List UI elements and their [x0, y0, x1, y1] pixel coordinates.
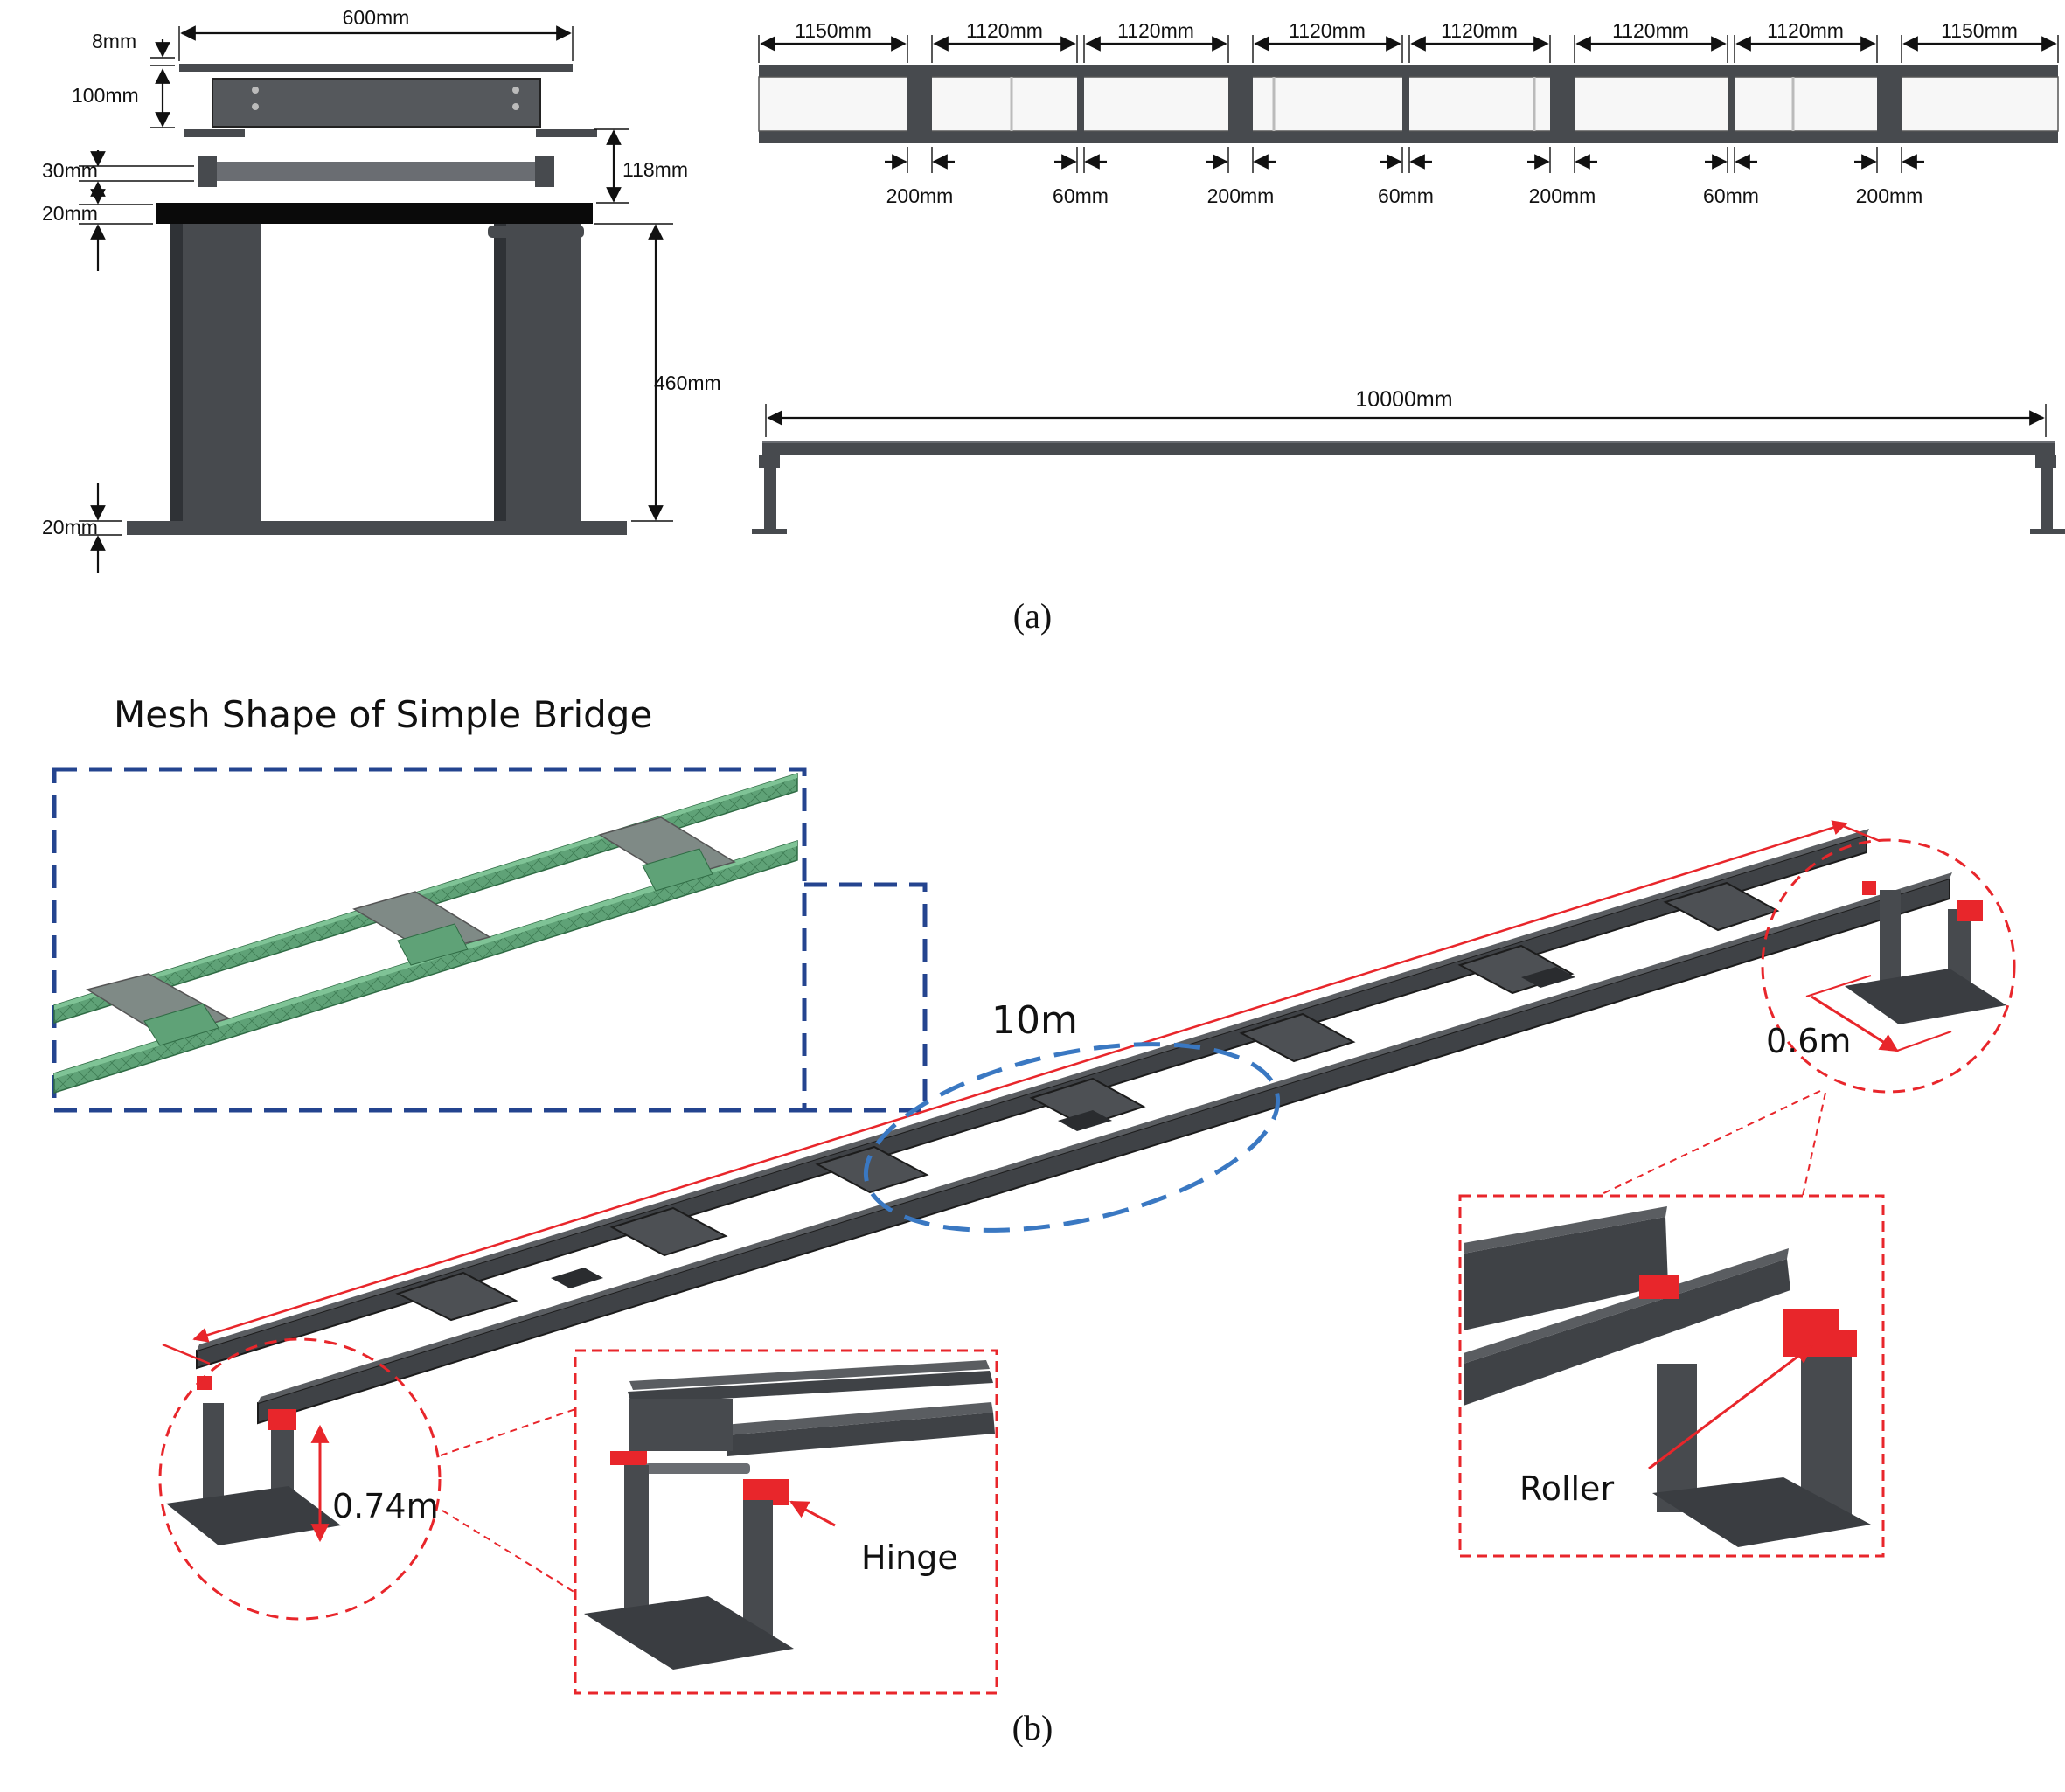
dim-base-plate: 20mm — [42, 516, 98, 538]
dim-column-height: 460mm — [654, 372, 721, 394]
plan-gap-2: 60mm — [1053, 184, 1109, 207]
cap-plate — [156, 203, 593, 224]
elevation-drawing — [752, 441, 2065, 534]
dim-roller-height: 30mm — [42, 159, 98, 182]
plan-view-drawing — [758, 65, 2059, 143]
roller-bar — [201, 162, 551, 181]
mesh-callout-ellipse — [863, 1042, 1281, 1233]
height-label: 0.74m — [332, 1487, 439, 1525]
dim-girder-height: 100mm — [72, 84, 139, 107]
plan-segment-7: 1120mm — [1767, 19, 1844, 42]
roller-inset: Roller — [1458, 1194, 1885, 1558]
plan-segment-8: 1150mm — [1941, 19, 2018, 42]
roller-label: Roller — [1519, 1469, 1614, 1508]
right-column — [494, 224, 581, 521]
mesh-inset — [52, 767, 928, 1113]
plan-segment-2: 1120mm — [966, 19, 1043, 42]
plan-gap-4: 60mm — [1378, 184, 1434, 207]
hinge-inset: Hinge — [574, 1349, 998, 1695]
plan-segment-6: 1120mm — [1612, 19, 1689, 42]
dim-span: 10000mm — [1355, 387, 1452, 412]
plan-gap-5: 200mm — [1529, 184, 1596, 207]
mesh-title: Mesh Shape of Simple Bridge — [114, 693, 652, 736]
plan-view-dimensions: 1150mm 1120mm 1120mm 1120mm 1120mm 1120m… — [758, 19, 2059, 207]
hinge-detail-callout: 0.74m — [158, 1337, 576, 1621]
cross-section-drawing — [127, 64, 627, 535]
plan-segment-4: 1120mm — [1289, 19, 1366, 42]
plan-segment-1: 1150mm — [795, 19, 872, 42]
caption-a: (a) — [1013, 596, 1052, 636]
top-flange — [179, 64, 573, 72]
base-plate — [127, 521, 627, 535]
span-label: 10m — [991, 998, 1078, 1043]
hinge-label: Hinge — [861, 1538, 958, 1577]
dim-width: 600mm — [343, 6, 410, 29]
girder-web — [212, 78, 541, 128]
span-annotation: 10m — [162, 820, 1881, 1365]
plan-gap-6: 60mm — [1703, 184, 1759, 207]
left-column — [170, 224, 261, 521]
plan-segment-5: 1120mm — [1441, 19, 1518, 42]
elevation-dimensions: 10000mm — [765, 387, 2047, 437]
caption-b: (b) — [1012, 1708, 1053, 1747]
dim-support-height: 118mm — [622, 158, 688, 181]
dim-flange-thickness: 8mm — [92, 30, 136, 52]
plan-gap-3: 200mm — [1207, 184, 1275, 207]
plan-segment-3: 1120mm — [1117, 19, 1194, 42]
roller-detail-callout: 0.6m — [1597, 838, 2016, 1197]
dim-cap-plate: 20mm — [42, 202, 98, 225]
plan-gap-7: 200mm — [1856, 184, 1923, 207]
cross-section-dimensions: 600mm 8mm 100mm 30mm 20mm 118mm 460mm — [42, 6, 721, 573]
width-label: 0.6m — [1766, 1022, 1851, 1060]
plan-gap-1: 200mm — [886, 184, 954, 207]
